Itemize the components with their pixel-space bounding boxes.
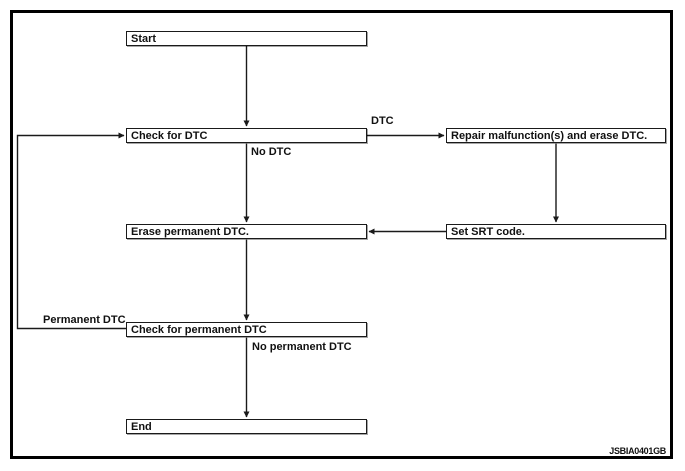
flowchart-node-set-srt-code: Set SRT code. bbox=[446, 224, 666, 239]
edge-label-dtc: DTC bbox=[371, 115, 394, 127]
edge-label-no-dtc: No DTC bbox=[251, 146, 292, 158]
flowchart-node-start: Start bbox=[126, 31, 367, 46]
flowchart-node-check-dtc: Check for DTC bbox=[126, 128, 367, 143]
edge-label-no-permanent-dtc: No permanent DTC bbox=[252, 341, 352, 353]
edge-label-permanent-dtc: Permanent DTC bbox=[43, 314, 126, 326]
flowchart-node-check-permanent-dtc: Check for permanent DTC bbox=[126, 322, 367, 337]
flowchart-node-repair: Repair malfunction(s) and erase DTC. bbox=[446, 128, 666, 143]
flowchart-node-end: End bbox=[126, 419, 367, 434]
edge-checkperm-loop-to-checkdtc bbox=[16, 132, 126, 330]
flowchart-node-erase-permanent-dtc: Erase permanent DTC. bbox=[126, 224, 367, 239]
figure-code: JSBIA0401GB bbox=[609, 446, 666, 456]
